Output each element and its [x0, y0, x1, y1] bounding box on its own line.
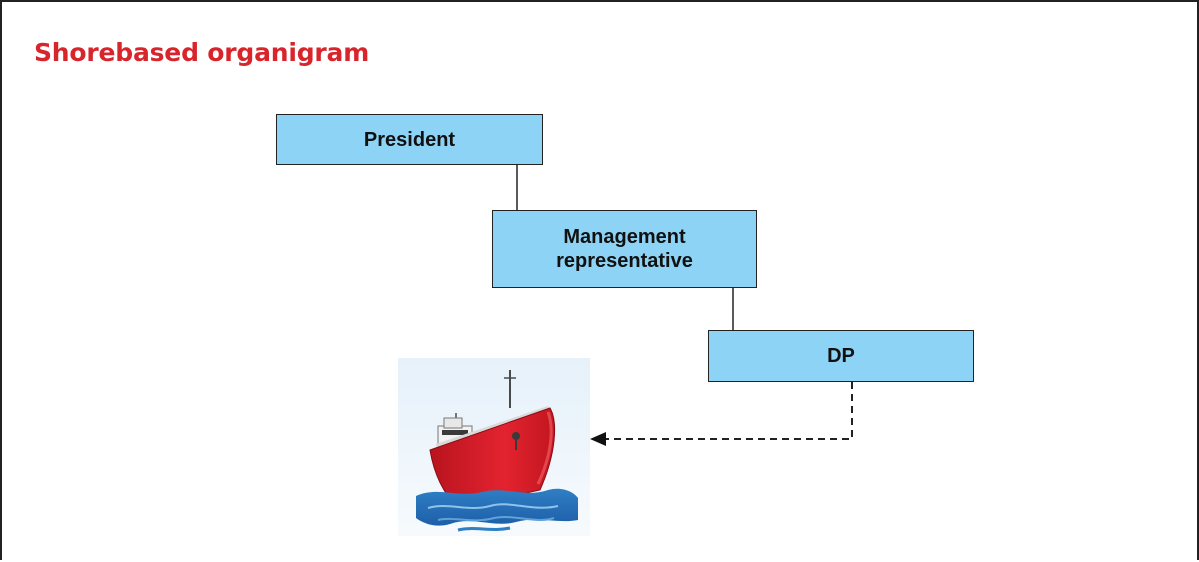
node-president-label: President [363, 128, 456, 151]
node-president: President [276, 114, 543, 165]
node-management-label-line1: Management [563, 226, 686, 248]
node-management-label-line2: representative [556, 250, 693, 272]
node-dp: DP [708, 330, 974, 382]
ship-icon [398, 358, 590, 536]
node-dp-label: DP [827, 345, 855, 367]
dashed-link-dp-to-vessel [606, 382, 853, 440]
arrowhead-left-icon [590, 432, 606, 446]
node-management-representative: Management representative [492, 210, 757, 288]
page-title: Shorebased organigram [34, 38, 370, 67]
